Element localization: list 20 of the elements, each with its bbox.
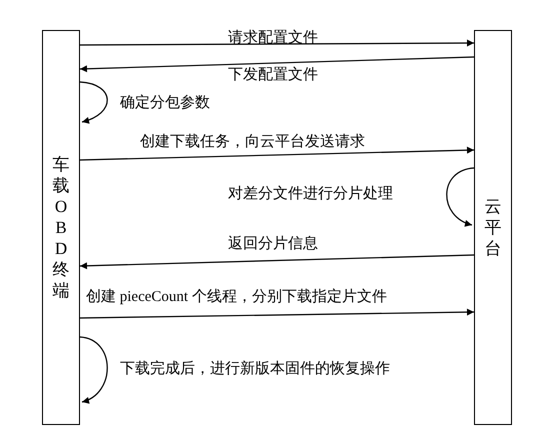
- edge-label: 对差分文件进行分片处理: [228, 185, 393, 203]
- edge-label: 创建 pieceCount 个线程，分别下载指定片文件: [86, 288, 387, 306]
- edge-label: 下载完成后，进行新版本固件的恢复操作: [120, 360, 390, 378]
- arrow: [80, 146, 474, 161]
- arrow: [80, 336, 108, 403]
- lifeline-box: [474, 30, 512, 425]
- arrow: [446, 167, 474, 226]
- lifeline-label: 云平台: [484, 196, 502, 259]
- arrow: [80, 81, 108, 124]
- edge-label: 返回分片信息: [228, 235, 318, 253]
- lifeline-label: 车载OBD终端: [52, 154, 70, 301]
- arrow: [80, 56, 474, 72]
- edge-label: 下发配置文件: [228, 66, 318, 84]
- arrow: [80, 254, 474, 270]
- edge-label: 创建下载任务，向云平台发送请求: [140, 133, 365, 151]
- arrow: [80, 40, 474, 47]
- arrow: [80, 308, 474, 319]
- edge-label: 确定分包参数: [120, 94, 210, 112]
- edge-label: 请求配置文件: [228, 29, 318, 47]
- lifeline-box: [42, 30, 80, 425]
